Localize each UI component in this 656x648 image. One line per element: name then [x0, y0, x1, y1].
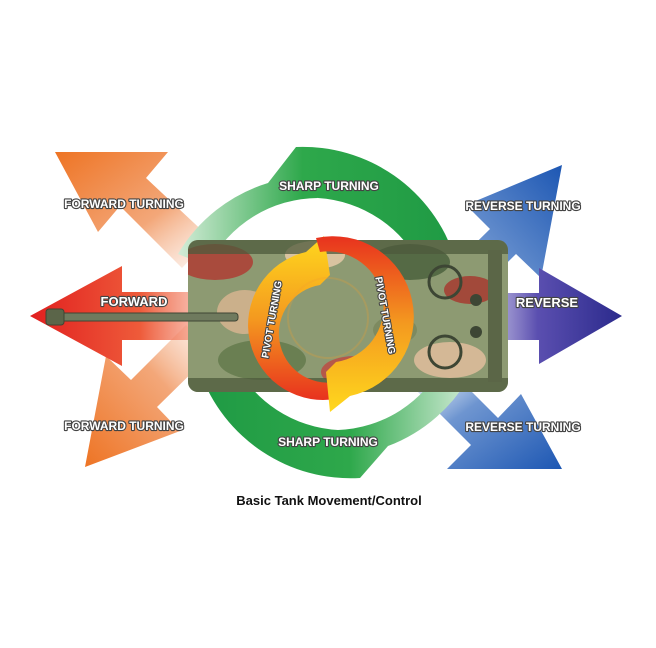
- label-reverse-turning-top: REVERSE TURNING: [465, 199, 580, 213]
- sharp-turning-ring-bottom: [200, 362, 472, 479]
- label-reverse-turning-bottom: REVERSE TURNING: [465, 420, 580, 434]
- pivot-turning-arrow-left: [248, 236, 340, 400]
- label-sharp-turning-bottom: SHARP TURNING: [278, 435, 378, 449]
- label-forward-turning-bottom: FORWARD TURNING: [64, 419, 184, 433]
- forward-turning-arrow-bottom: [85, 325, 213, 467]
- pivot-turning-arrow-right: [316, 236, 414, 412]
- diagram-caption: Basic Tank Movement/Control: [236, 493, 421, 508]
- label-reverse: REVERSE: [516, 295, 578, 310]
- sharp-turning-ring-top: [178, 146, 455, 268]
- label-sharp-turning-top: SHARP TURNING: [279, 179, 379, 193]
- label-forward: FORWARD: [101, 294, 168, 309]
- tank-muzzle-brake: [45, 308, 65, 326]
- label-forward-turning-top: FORWARD TURNING: [64, 197, 184, 211]
- pivot-ring-center: [287, 277, 369, 359]
- tank-gun-barrel: [47, 312, 239, 322]
- forward-turning-arrow-top: [55, 152, 210, 268]
